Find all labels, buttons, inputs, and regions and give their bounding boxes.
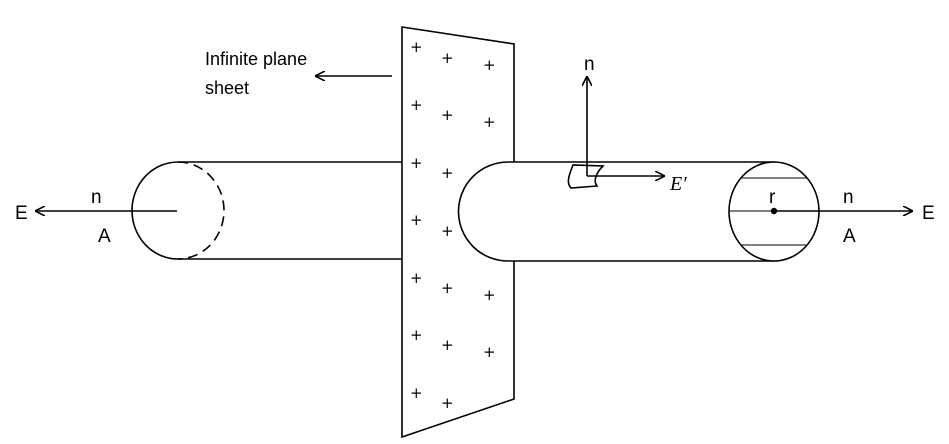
left-area-label: A [98, 226, 111, 247]
right-field-label: E [922, 203, 935, 224]
left-normal-label: n [91, 187, 102, 208]
right-area-label: A [843, 226, 856, 247]
plus-sign: + [410, 269, 423, 287]
plus-sign: + [441, 222, 454, 240]
sheet-label-line2: sheet [205, 78, 249, 98]
plus-sign: + [410, 154, 423, 172]
sheet-label-line1: Infinite plane [205, 49, 307, 69]
plus-sign: + [441, 164, 454, 182]
plus-sign: + [441, 279, 454, 297]
left-field-label: E [15, 203, 28, 224]
right-cylinder [457, 77, 912, 262]
left-cylinder [36, 161, 402, 260]
surface-element-patch [567, 164, 605, 189]
plus-sign: + [410, 38, 423, 56]
radius-label: r [769, 187, 776, 208]
charge-signs: + + + + + + + + + + + + + + + + + + [410, 38, 496, 412]
plus-sign: + [410, 326, 423, 344]
plus-sign: + [441, 336, 454, 354]
plus-sign: + [410, 211, 423, 229]
infinite-plane-sheet: + + + + + + + + + + + + + + + + + + [401, 26, 515, 439]
plus-sign: + [441, 106, 454, 124]
right-normal-label: n [843, 187, 854, 208]
plus-sign: + [441, 49, 454, 67]
curved-field-label: E′ [669, 173, 687, 195]
plus-sign: + [483, 286, 496, 304]
curved-normal-label: n [584, 54, 595, 75]
plus-sign: + [441, 394, 454, 412]
plus-sign: + [483, 343, 496, 361]
plus-sign: + [410, 384, 423, 402]
plus-sign: + [483, 56, 496, 74]
plus-sign: + [483, 113, 496, 131]
plus-sign: + [410, 96, 423, 114]
